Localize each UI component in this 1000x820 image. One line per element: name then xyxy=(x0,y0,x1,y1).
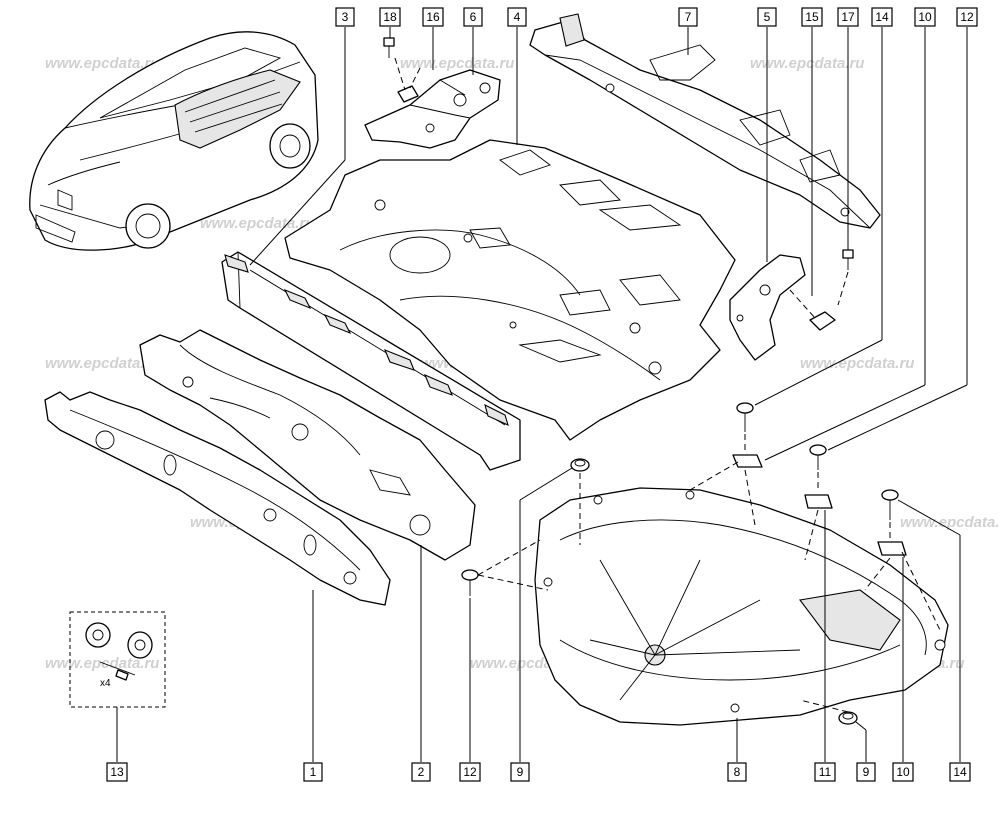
callout-4: 4 xyxy=(507,7,527,27)
callout-9-right: 9 xyxy=(856,762,876,782)
watermark: www.epcdata.ru xyxy=(900,514,1000,531)
fastener-10-nut-top xyxy=(689,454,763,526)
callout-label: 10 xyxy=(918,10,932,24)
callout-2: 2 xyxy=(411,762,431,782)
callout-1: 1 xyxy=(303,762,323,782)
part-7-cross-member xyxy=(529,13,881,229)
callout-10-top: 10 xyxy=(914,7,936,27)
callout-16: 16 xyxy=(422,7,444,27)
callout-label: 6 xyxy=(470,10,477,24)
callout-label: 12 xyxy=(960,10,974,24)
watermark: www.epcdata.ru xyxy=(45,55,159,72)
callout-6: 6 xyxy=(463,7,483,27)
watermark: www.epcdata.ru xyxy=(400,55,514,72)
callout-15: 15 xyxy=(801,7,823,27)
callout-label: 1 xyxy=(310,765,317,779)
callout-7: 7 xyxy=(678,7,698,27)
callout-label: 15 xyxy=(805,10,819,24)
fastener-11-nut xyxy=(804,494,833,561)
fastener-14-bolt-top xyxy=(736,402,754,450)
callout-label: 9 xyxy=(517,765,524,779)
kit-quantity-label: x4 xyxy=(100,678,111,689)
watermark: www.epcdata.ru xyxy=(200,215,314,232)
callout-label: 3 xyxy=(342,10,349,24)
callout-17: 17 xyxy=(837,7,859,27)
callout-12-bottom: 12 xyxy=(459,762,481,782)
callout-9-left: 9 xyxy=(510,762,530,782)
fastener-17-bolt xyxy=(837,249,854,306)
callout-5: 5 xyxy=(757,7,777,27)
part-6-bracket xyxy=(364,69,501,149)
callout-label: 9 xyxy=(863,765,870,779)
part-1-rear-panel xyxy=(44,391,391,606)
callout-13: 13 xyxy=(106,762,128,782)
fastener-10-nut-right xyxy=(864,541,941,631)
fastener-12-bolt-left xyxy=(461,539,549,596)
callout-18: 18 xyxy=(379,7,401,27)
part-3-crossbar xyxy=(221,251,521,471)
fastener-18-bolt xyxy=(383,37,395,58)
callout-label: 7 xyxy=(685,10,692,24)
callout-label: 10 xyxy=(896,765,910,779)
leader-lines xyxy=(116,27,968,762)
callout-label: 5 xyxy=(764,10,771,24)
watermark: www.epcdata.ru xyxy=(45,655,159,672)
callout-label: 13 xyxy=(110,765,124,779)
callout-14-bottom: 14 xyxy=(949,762,971,782)
callout-label: 16 xyxy=(426,10,440,24)
fastener-9-grommet-bottom xyxy=(799,699,858,725)
watermark: www.epcdata.ru xyxy=(45,355,159,372)
callout-8: 8 xyxy=(727,762,747,782)
part-2-mid-panel xyxy=(139,329,476,561)
fastener-12-bolt-right xyxy=(809,444,827,490)
callout-label: 17 xyxy=(841,10,855,24)
callout-3: 3 xyxy=(335,7,355,27)
callout-label: 8 xyxy=(734,765,741,779)
callout-12-top: 12 xyxy=(956,7,978,27)
fastener-15-clip xyxy=(789,289,836,331)
callout-label: 4 xyxy=(514,10,521,24)
watermark: www.epcdata.ru xyxy=(800,355,914,372)
fastener-9-grommet-top xyxy=(570,458,590,545)
watermark: www.epcdata.ru xyxy=(750,55,864,72)
callout-label: 18 xyxy=(383,10,397,24)
callout-label: 14 xyxy=(953,765,967,779)
vehicle-thumbnail xyxy=(29,31,319,251)
callout-label: 12 xyxy=(463,765,477,779)
part-5-bracket xyxy=(729,254,806,361)
part-8-wheel-well xyxy=(534,487,949,726)
callout-label: 11 xyxy=(819,765,832,779)
callout-label: 2 xyxy=(418,765,425,779)
callout-11: 11 xyxy=(814,762,836,782)
callout-label: 14 xyxy=(875,10,889,24)
part-4-floor-panel xyxy=(284,139,736,441)
fastener-16-clip xyxy=(394,57,421,103)
fastener-14-bolt-right xyxy=(881,489,899,540)
callout-14-top: 14 xyxy=(871,7,893,27)
kit-13: x4 xyxy=(69,611,166,708)
callout-10-bottom: 10 xyxy=(892,762,914,782)
